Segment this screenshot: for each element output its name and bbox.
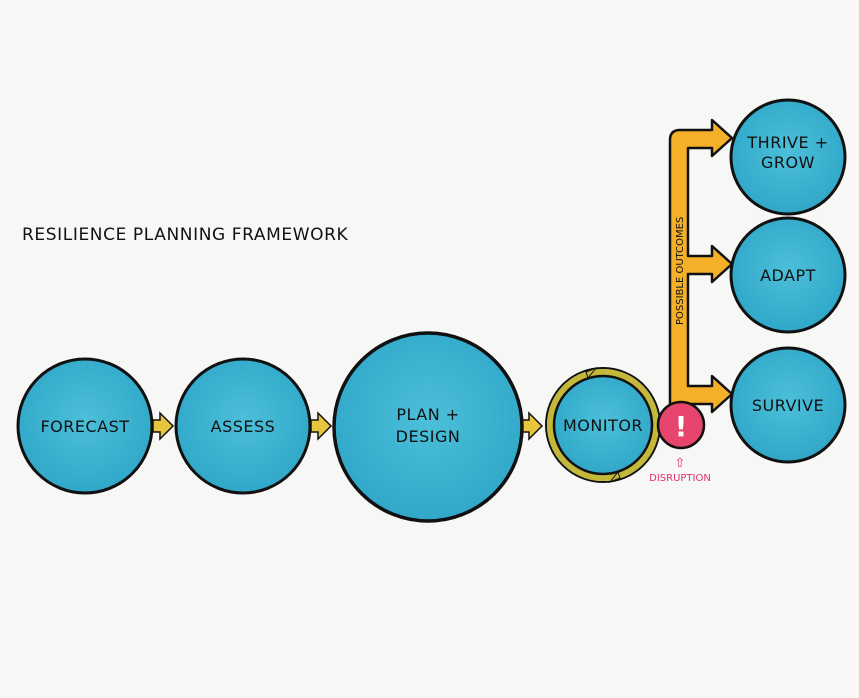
- outcome-label: SURVIVE: [752, 396, 824, 415]
- up-arrow-icon: ⇧: [675, 456, 686, 471]
- outcome-label-line1: THRIVE +: [746, 133, 828, 152]
- outcome-label: ADAPT: [760, 266, 816, 285]
- arrow-forecast-assess: [152, 411, 175, 441]
- stage-label-line2: DESIGN: [396, 427, 461, 446]
- arrow-plan-monitor: [521, 411, 544, 441]
- stage-plan-design: PLAN + DESIGN: [332, 331, 524, 523]
- stage-label-line1: PLAN +: [396, 405, 459, 424]
- outcome-branch: POSSIBLE OUTCOMES: [668, 118, 734, 414]
- outcome-arrows: [668, 118, 734, 414]
- stage-label: MONITOR: [563, 416, 643, 435]
- stage-label: ASSESS: [211, 417, 276, 436]
- arrow-assess-plan: [310, 411, 333, 441]
- stage-assess: ASSESS: [174, 357, 312, 495]
- outcome-thrive-grow: THRIVE + GROW: [729, 98, 847, 216]
- outcome-label-line2: GROW: [761, 153, 815, 172]
- diagram-title: RESILIENCE PLANNING FRAMEWORK: [22, 225, 349, 245]
- exclamation-icon: !: [675, 410, 688, 443]
- disruption-marker: ! ⇧ DISRUPTION: [649, 400, 711, 484]
- stage-monitor: MONITOR: [545, 366, 661, 484]
- cycle-arrow-icon: [608, 470, 621, 484]
- possible-outcomes-label: POSSIBLE OUTCOMES: [675, 217, 686, 325]
- disruption-label: DISRUPTION: [649, 473, 711, 484]
- stage-forecast: FORECAST: [16, 357, 154, 495]
- stage-label: FORECAST: [40, 417, 129, 436]
- cycle-arrow-icon: [585, 366, 598, 380]
- outcome-adapt: ADAPT: [729, 216, 847, 334]
- outcome-survive: SURVIVE: [729, 346, 847, 464]
- connector-arrows: [152, 411, 544, 441]
